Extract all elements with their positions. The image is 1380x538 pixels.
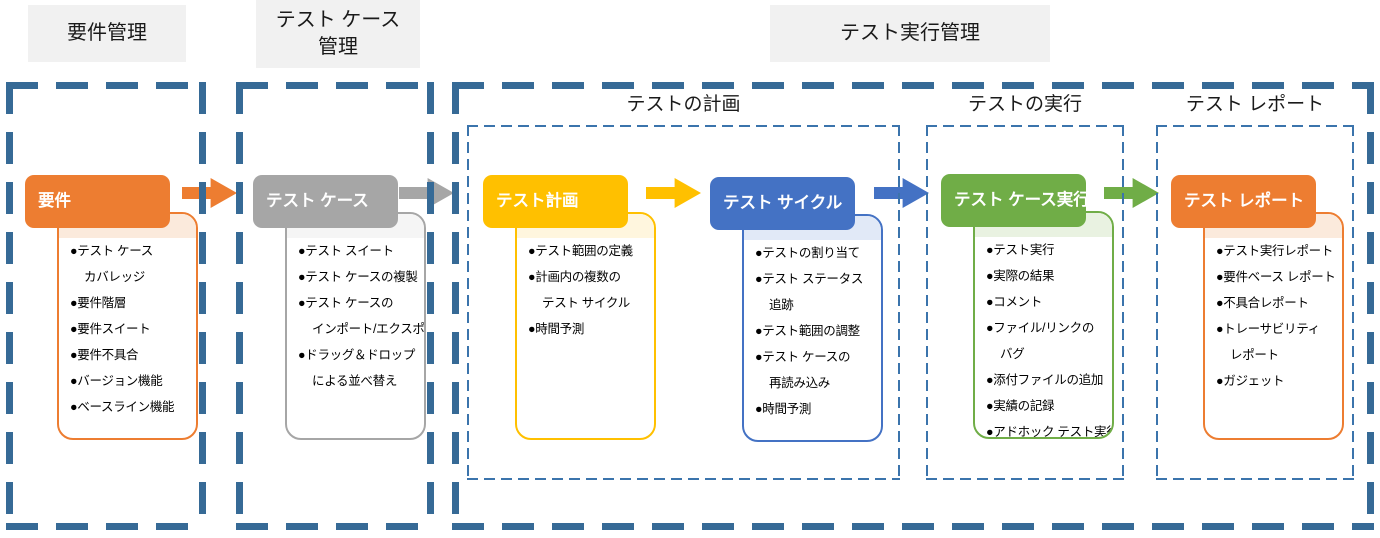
feature-item: ●テスト ステータス追跡	[755, 272, 864, 312]
card-body: ●テスト範囲の定義 ●計画内の複数のテスト サイクル ●時間予測	[515, 212, 656, 440]
feature-item: ●テスト範囲の調整	[755, 324, 860, 338]
flow-arrow-test-plan-to-test-cycle	[646, 178, 701, 208]
feature-list: ●テスト範囲の定義 ●計画内の複数のテスト サイクル ●時間予測	[528, 238, 654, 342]
card-title-requirements: 要件	[25, 175, 170, 228]
card-body: ●テスト実行 ●実際の結果 ●コメント ●ファイル/リンクのバグ ●添付ファイルの追加 ●…	[973, 211, 1114, 439]
stage-label-test-planning: テストの計画	[626, 94, 741, 115]
feature-item: ●ドラッグ＆ドロップによる並べ替え	[298, 348, 416, 388]
stage-label-test-run: テストの実行	[967, 94, 1082, 115]
feature-list: ●テスト ケースカバレッジ ●要件階層 ●要件スイート ●要件不具合 ●バージョン機能 ●…	[70, 238, 196, 420]
feature-list: ●テスト実行 ●実際の結果 ●コメント ●ファイル/リンクのバグ ●添付ファイルの追加 ●…	[986, 237, 1114, 439]
flow-arrow-test-case-to-test-plan	[399, 178, 454, 208]
feature-list: ●テスト スイート ●テスト ケースの複製 ●テスト ケースのインポート/エクスポー…	[298, 238, 424, 394]
stage-label-test-report: テスト レポート	[1185, 94, 1325, 115]
feature-item: ●実績の記録	[986, 399, 1055, 413]
feature-item: ●要件不具合	[70, 348, 139, 362]
card-title-test-cycle: テスト サイクル	[710, 177, 855, 230]
feature-item: ●ファイル/リンクのバグ	[986, 321, 1095, 361]
card-body: ●テスト実行レポート ●要件ベース レポート ●不具合レポート ●トレーサビリティレポ…	[1203, 212, 1344, 440]
feature-item: ●時間予測	[755, 402, 812, 416]
feature-item: ●不具合レポート	[1216, 296, 1309, 310]
card-title-test-case: テスト ケース	[253, 175, 398, 228]
card-title-test-case-execution: テスト ケース実行	[941, 174, 1090, 227]
feature-item: ●テスト ケースの再読み込み	[755, 350, 851, 390]
feature-item: ●テスト ケースの複製	[298, 270, 418, 284]
feature-item: ●ベースライン機能	[70, 400, 175, 414]
card-body: ●テスト スイート ●テスト ケースの複製 ●テスト ケースのインポート/エクスポー…	[285, 212, 426, 440]
feature-item: ●要件ベース レポート	[1216, 270, 1336, 284]
phase-label-requirements-management: 要件管理	[28, 5, 186, 62]
card-body: ●テスト ケースカバレッジ ●要件階層 ●要件スイート ●要件不具合 ●バージョン機能 ●…	[57, 212, 198, 440]
feature-item: ●ガジェット	[1216, 374, 1285, 388]
feature-item: ●テスト実行	[986, 243, 1055, 257]
feature-item: ●添付ファイルの追加	[986, 373, 1104, 387]
feature-item: ●コメント	[986, 295, 1043, 309]
feature-item: ●テスト実行レポート	[1216, 244, 1334, 258]
flow-arrow-requirements-to-test-case	[182, 178, 237, 208]
feature-item: ●トレーサビリティレポート	[1216, 322, 1320, 362]
feature-item: ●テスト ケースカバレッジ	[70, 244, 153, 284]
feature-item: ●時間予測	[528, 322, 585, 336]
feature-item: ●アドホック テスト実行	[986, 425, 1114, 439]
feature-item: ●要件スイート	[70, 322, 151, 336]
flow-arrow-execution-to-report	[1104, 178, 1159, 208]
card-title-test-report: テスト レポート	[1171, 175, 1316, 228]
card-title-test-plan: テスト計画	[483, 175, 628, 228]
card-body: ●テストの割り当て ●テスト ステータス追跡 ●テスト範囲の調整 ●テスト ケースの再…	[742, 214, 883, 442]
feature-item: ●計画内の複数のテスト サイクル	[528, 270, 630, 310]
phase-label-test-execution-management: テスト実行管理	[770, 5, 1050, 62]
feature-item: ●バージョン機能	[70, 374, 163, 388]
feature-list: ●テストの割り当て ●テスト ステータス追跡 ●テスト範囲の調整 ●テスト ケースの再…	[755, 240, 881, 422]
feature-item: ●テストの割り当て	[755, 246, 860, 260]
feature-item: ●テスト スイート	[298, 244, 394, 258]
feature-item: ●要件階層	[70, 296, 127, 310]
flow-arrow-test-cycle-to-execution	[874, 178, 929, 208]
feature-item: ●テスト範囲の定義	[528, 244, 633, 258]
feature-list: ●テスト実行レポート ●要件ベース レポート ●不具合レポート ●トレーサビリティレポ…	[1216, 238, 1342, 394]
feature-item: ●実際の結果	[986, 269, 1055, 283]
phase-label-test-case-management: テスト ケース 管理	[256, 0, 420, 68]
